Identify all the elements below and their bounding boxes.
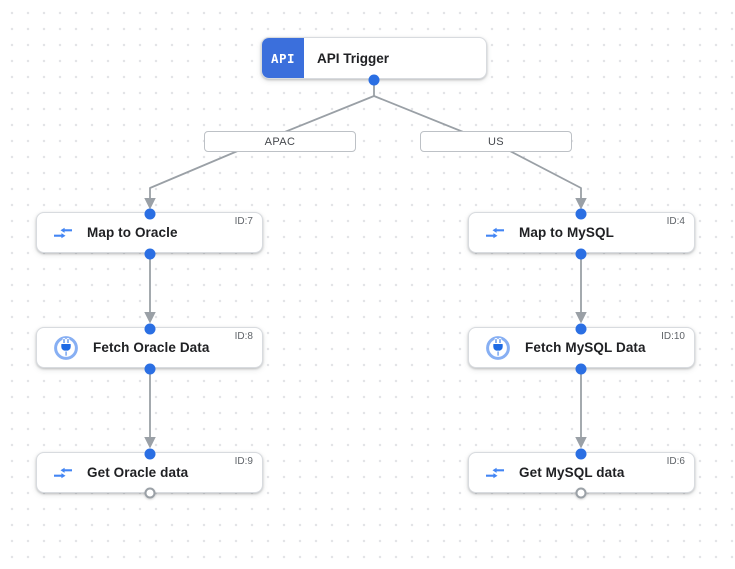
- connection-point[interactable]: [575, 248, 587, 260]
- task-node-title: Get Oracle data: [87, 465, 189, 480]
- connection-point[interactable]: [144, 248, 156, 260]
- data-mapping-icon: [53, 223, 73, 243]
- task-node-title: Get MySQL data: [519, 465, 625, 480]
- task-node-id-badge: ID:7: [234, 216, 253, 227]
- edge-branch-apac: [144, 95, 375, 210]
- task-node-title: Fetch Oracle Data: [93, 340, 210, 355]
- connection-point[interactable]: [144, 448, 156, 460]
- task-node-title: Map to MySQL: [519, 225, 614, 240]
- connection-point[interactable]: [575, 363, 587, 375]
- branch-label-apac[interactable]: APAC: [204, 131, 356, 152]
- api-trigger-icon: API: [262, 38, 304, 78]
- connection-point[interactable]: [368, 74, 380, 86]
- task-node-title: Map to Oracle: [87, 225, 178, 240]
- task-node-id-badge: ID:6: [666, 456, 685, 467]
- flow-end-point[interactable]: [575, 487, 587, 499]
- task-node-id-badge: ID:9: [234, 456, 253, 467]
- branch-label-text: APAC: [264, 135, 296, 148]
- connection-point[interactable]: [575, 208, 587, 220]
- connection-point[interactable]: [144, 208, 156, 220]
- api-badge-label: API: [270, 50, 296, 66]
- connector-icon: [485, 335, 511, 361]
- data-mapping-icon: [53, 463, 73, 483]
- connection-point[interactable]: [144, 323, 156, 335]
- task-node-id-badge: ID:4: [666, 216, 685, 227]
- edge-branch-us: [373, 95, 587, 210]
- task-node-fetch-oracle-data[interactable]: Fetch Oracle Data ID:8: [36, 327, 263, 368]
- data-mapping-icon: [485, 463, 505, 483]
- task-node-id-badge: ID:8: [234, 331, 253, 342]
- trigger-node-api[interactable]: API API Trigger: [261, 37, 487, 79]
- task-node-id-badge: ID:10: [661, 331, 685, 342]
- task-node-title: Fetch MySQL Data: [525, 340, 646, 355]
- connection-point[interactable]: [144, 363, 156, 375]
- data-mapping-icon: [485, 223, 505, 243]
- branch-label-us[interactable]: US: [420, 131, 572, 152]
- connector-icon: [53, 335, 79, 361]
- connection-point[interactable]: [575, 323, 587, 335]
- trigger-title: API Trigger: [317, 50, 390, 66]
- connection-point[interactable]: [575, 448, 587, 460]
- branch-label-text: US: [487, 135, 505, 148]
- flow-end-point[interactable]: [144, 487, 156, 499]
